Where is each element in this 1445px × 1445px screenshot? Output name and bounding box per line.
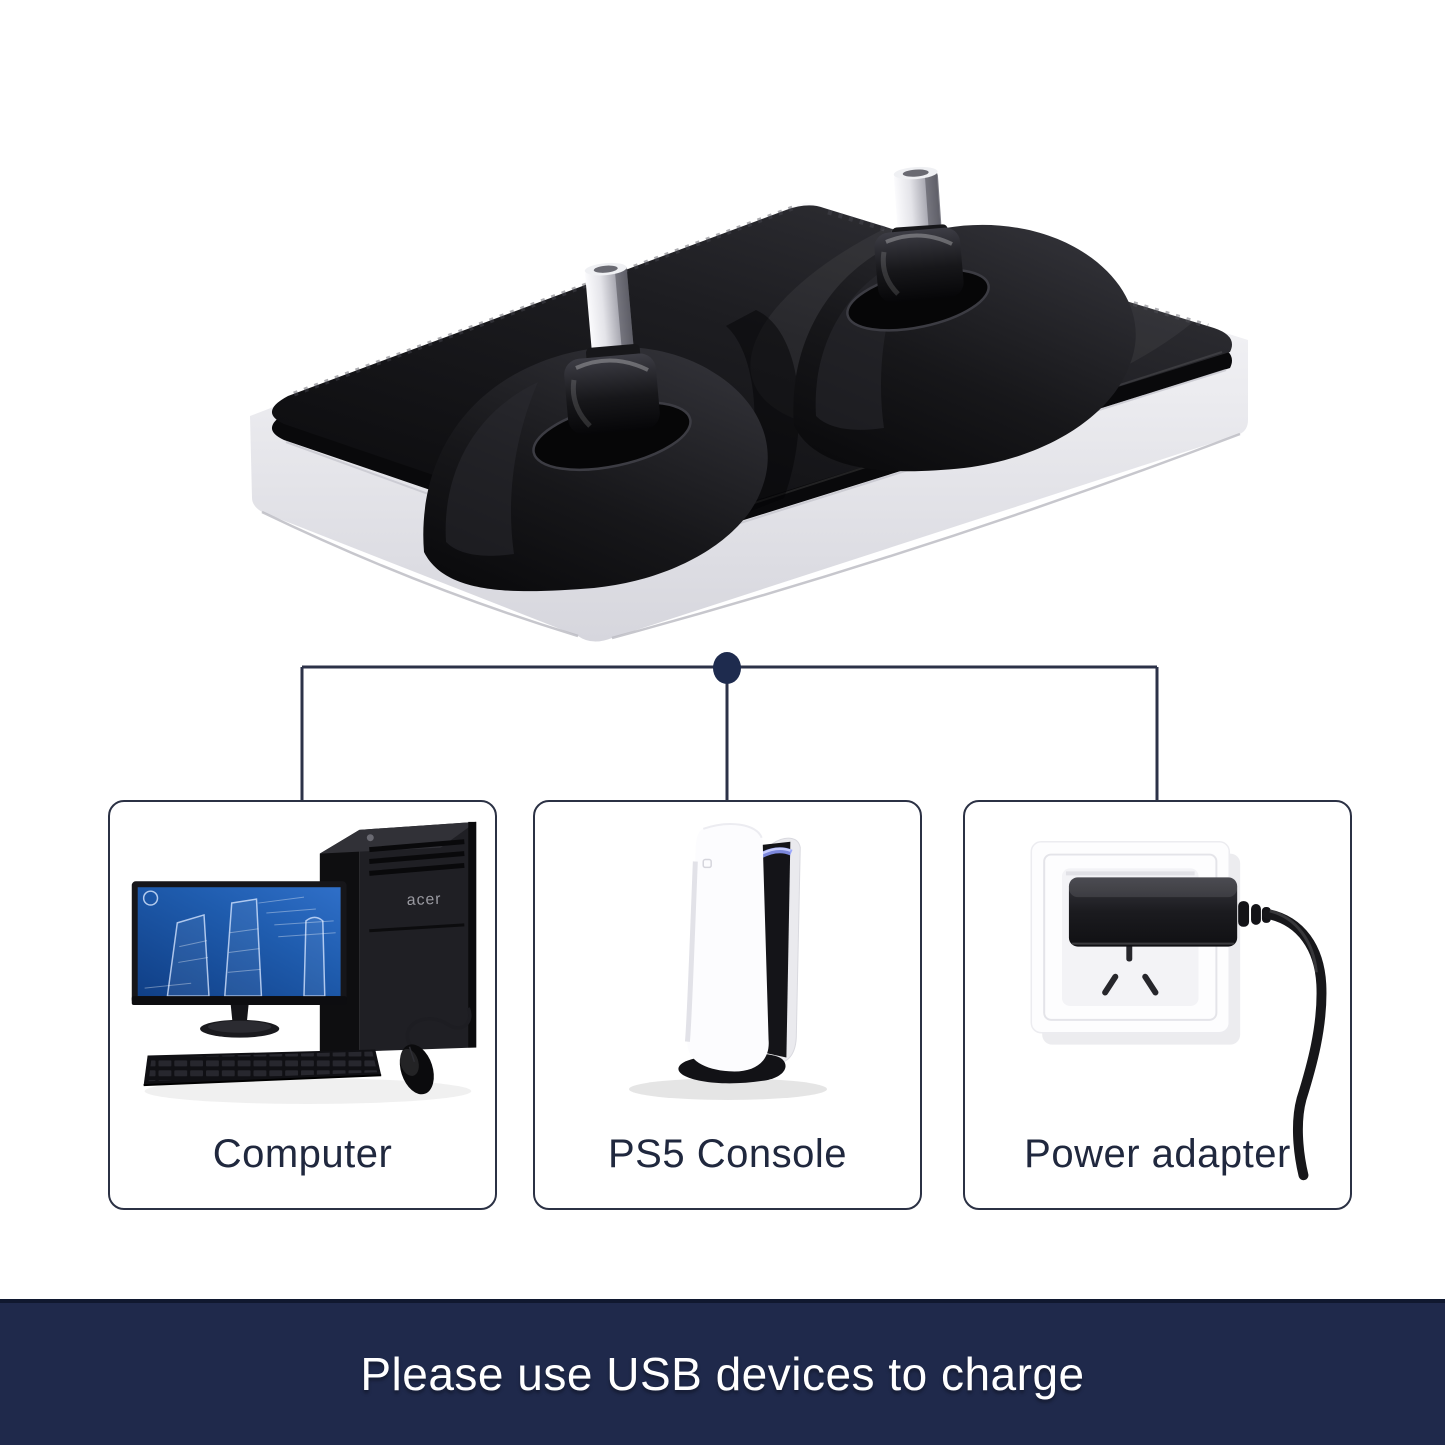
monitor-icon [131,881,347,1038]
computer-illustration: acer [131,821,477,1104]
tower-icon: acer [319,821,477,1062]
ps5-glow [759,847,793,859]
target-box-power: Power adapter [963,800,1352,1210]
junction-dot-icon [713,652,741,684]
ps5-front-blade [684,823,769,1072]
target-box-computer: acer [108,800,497,1210]
power-adapter-illustration [1030,840,1327,1181]
target-label-ps5: PS5 Console [608,1132,847,1176]
charging-dock-illustration [250,166,1250,642]
banner-text: Please use USB devices to charge [360,1348,1085,1400]
socket-slot-left-icon [1102,973,1119,996]
hero-section [250,166,1250,800]
target-box-ps5: PS5 Console [533,800,922,1210]
keyboard-icon [143,1049,382,1087]
ps5-console-illustration [629,823,827,1101]
usb-c-plug-left-icon [564,262,660,435]
target-label-computer: Computer [212,1132,393,1176]
dock-valley-shadow [726,310,800,516]
power-cable-icon [1262,908,1327,1181]
usb-c-plug-right-icon [874,166,964,303]
tower-brand-label: acer [406,891,441,909]
mouse-icon [399,1007,472,1095]
target-label-power: Power adapter [1024,1132,1291,1176]
power-brick-icon [1068,877,1271,947]
usage-banner: Please use USB devices to charge [0,1299,1445,1445]
connection-lines [300,652,1159,800]
socket-slot-right-icon [1142,973,1159,996]
